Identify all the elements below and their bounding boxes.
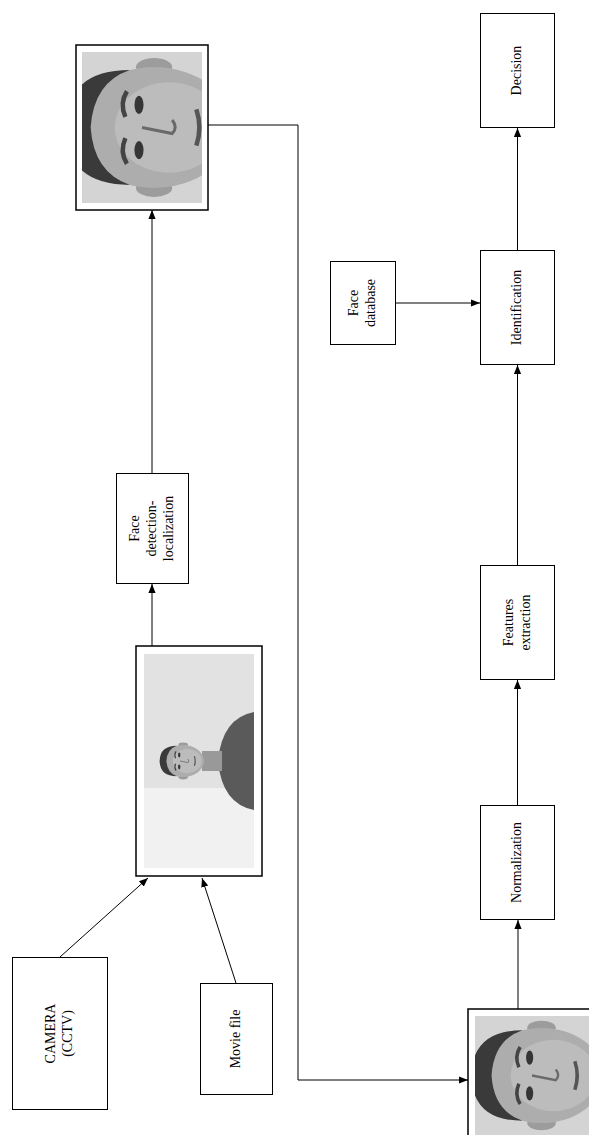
face-image (65, 58, 233, 197)
flow-arrow (152, 210, 153, 473)
face-photo (51, 0, 232, 279)
flow-arrow (518, 920, 519, 1009)
process-box: Features extraction (480, 565, 555, 680)
flow-arrow (517, 128, 518, 250)
flow-arrow (517, 365, 518, 565)
process-box: Identification (480, 250, 555, 365)
process-box: Normalization (480, 805, 555, 920)
box-label: Features extraction (501, 578, 535, 668)
process-box: Face database (330, 261, 396, 345)
box-label: Decision (509, 46, 526, 96)
box-label: Face database (346, 268, 380, 338)
frame-photo (144, 654, 254, 868)
flow-arrow (208, 125, 468, 1080)
box-label: Face detection-localization (127, 488, 177, 570)
connector-layer (396, 128, 518, 805)
flow-arrow (60, 878, 148, 957)
process-box: CAMERA (CCTV) (12, 957, 108, 1110)
face-photo (461, 957, 589, 1135)
face-image (471, 1021, 589, 1130)
box-label: Normalization (509, 822, 526, 903)
flow-arrow (152, 584, 153, 646)
photo-background (461, 957, 589, 1135)
frame-photo-border (136, 646, 262, 876)
flow-arrow (202, 878, 236, 983)
process-box: Movie file (200, 983, 273, 1095)
process-box: Face detection-localization (116, 473, 189, 584)
flow-arrow (396, 303, 480, 304)
person-face (160, 743, 204, 780)
process-box: Decision (480, 13, 555, 128)
box-label: Movie file (228, 1010, 245, 1069)
photo-background (144, 654, 254, 868)
box-label: CAMERA (CCTV) (43, 998, 77, 1070)
photo-background (51, 0, 232, 279)
person-neck (202, 751, 222, 771)
flow-arrow (517, 680, 518, 805)
box-label: Identification (509, 270, 526, 345)
person-shirt (218, 712, 254, 810)
